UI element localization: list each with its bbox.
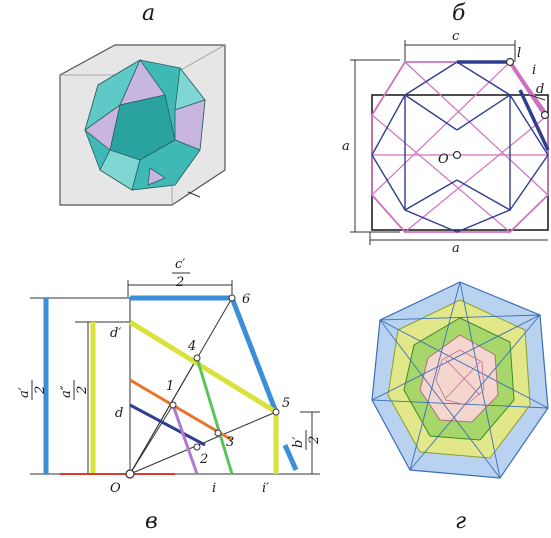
navy-net [371,61,549,233]
label-point-2: 2 [199,452,208,467]
label-d-prime: d′ [110,326,121,341]
label-d: d [115,406,123,421]
pointer-arrow [187,191,201,198]
frac-a-den: 2 [33,386,48,395]
label-point-5: 5 [282,396,290,411]
point-4 [193,354,201,362]
point-d [540,110,550,120]
frac-b-den: 2 [307,436,322,445]
label-i: i [532,63,536,78]
cuboctahedron-solid [84,59,206,191]
point-2 [193,443,201,451]
label-point-1: 1 [166,379,174,394]
label-a-side: a [342,139,350,154]
label-point-4: 4 [187,339,196,354]
panel-label-g: г [455,509,466,534]
label-i: i [212,481,216,496]
point-O [452,150,462,160]
label-O: O [438,152,449,167]
panel-b: б c a a O l i d [342,1,550,256]
label-point-6: 6 [242,292,250,307]
edge-6-5 [229,297,279,413]
label-d: d [536,82,544,97]
point-6 [228,294,236,302]
label-point-3: 3 [226,435,234,450]
frac-a2-den: 2 [75,386,90,395]
label-l: l [517,46,521,61]
icosahedron-edges [371,281,549,479]
panel-label-a: а [142,1,155,26]
label-a-bottom: a [452,241,460,256]
panel-label-v: в [145,509,158,534]
square-outline [371,94,549,231]
panel-label-b: б [452,1,466,26]
frac-c-num: c′ [175,257,185,272]
green-line [195,357,234,475]
bar-b-half [282,443,299,472]
edge-d-5 [128,319,278,415]
navy-line [129,403,206,447]
frac-a-num: a′ [17,387,32,398]
point-5 [272,408,280,416]
frac-b-num: b′ [291,437,306,448]
point-l [505,57,515,67]
point-3 [214,429,222,437]
frac-c-den: 2 [175,275,184,290]
point-O [125,469,135,479]
panel-v: c′ 2 a′ 2 a″ 2 b′ 2 d′ d O i i′ 1 2 3 4 … [17,257,322,534]
label-i-prime: i′ [262,481,269,496]
label-c: c [452,29,460,44]
label-O: O [110,481,121,496]
point-1 [169,401,177,409]
pink-star [371,61,549,233]
pink-octagon [371,61,549,233]
panel-a: а [59,1,226,206]
violet-line [171,404,199,475]
panel-g: г [371,281,549,534]
frac-a2-num: a″ [59,385,74,398]
orange-line [129,378,233,442]
